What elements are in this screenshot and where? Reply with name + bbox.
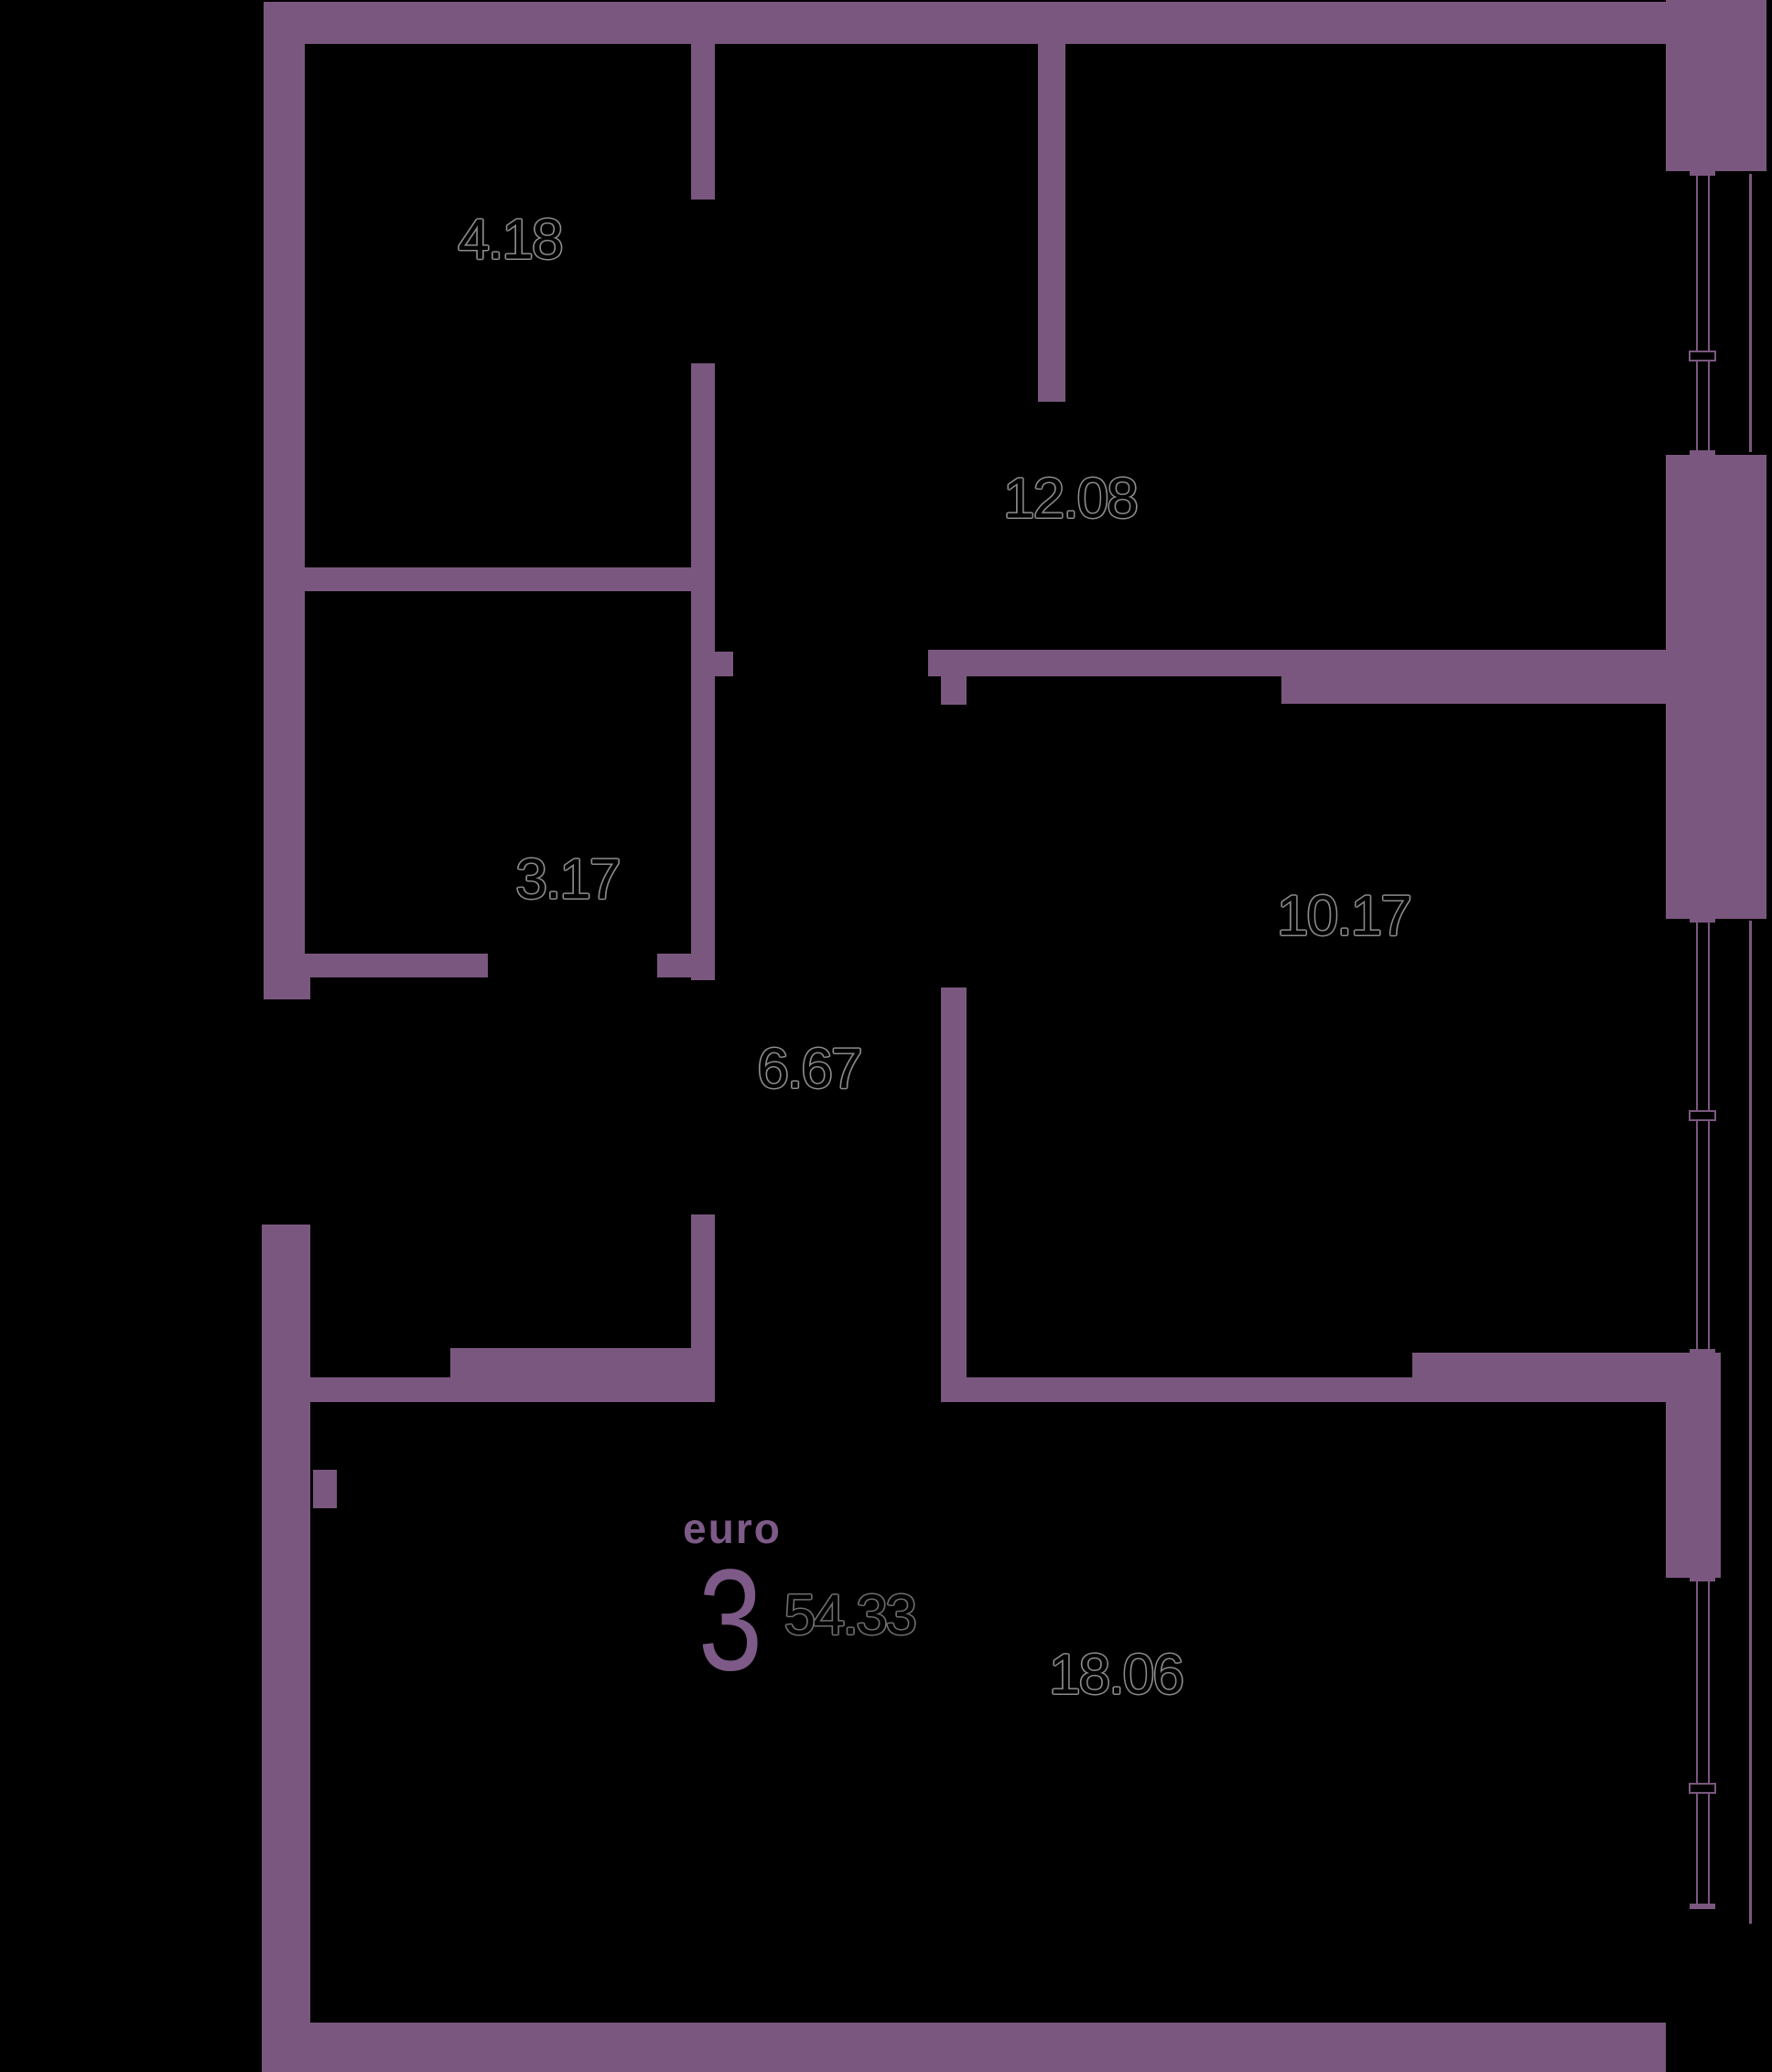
room-area-label-hallway: 6.67 xyxy=(757,1037,862,1101)
room-area-label-right: 10.17 xyxy=(1277,884,1412,948)
wall-room-right-bottom xyxy=(941,1377,1412,1402)
wall-room-bottom-top-left xyxy=(310,1377,715,1402)
wall-room-right-top-thin xyxy=(928,650,1281,676)
wall-room-right-left-side xyxy=(941,987,967,1377)
window-2-cap-top xyxy=(1690,917,1715,923)
wall-outer-bottom xyxy=(262,2023,1666,2072)
wall-outer-corner-top-right xyxy=(1666,0,1767,171)
window-lower-sill-line xyxy=(1749,921,1752,1924)
wall-outer-left-upper xyxy=(264,2,305,999)
wall-stub-room-bottom-left xyxy=(313,1470,337,1508)
wall-room-divider-horizontal-2-left xyxy=(305,954,488,977)
window-1-cap-bottom xyxy=(1690,450,1715,456)
window-2-cap-bottom xyxy=(1690,1349,1715,1354)
window-1-cap-top xyxy=(1690,170,1715,176)
room-area-label-mid-left: 3.17 xyxy=(515,847,621,912)
wall-interior-vertical-1-upper xyxy=(691,44,715,200)
wall-outer-right-pier xyxy=(1666,1353,1721,1578)
room-area-label-bottom: 18.06 xyxy=(1049,1643,1184,1707)
window-1-sill-line xyxy=(1749,174,1752,452)
wall-interior-vertical-stub-top xyxy=(1038,39,1065,402)
window-1-sash-divider xyxy=(1689,351,1716,362)
wall-interior-vertical-1-middle xyxy=(691,363,715,980)
room-area-label-top-left: 4.18 xyxy=(458,208,563,272)
window-3-sash-divider xyxy=(1689,1783,1716,1794)
room-area-label-top-right: 12.08 xyxy=(1003,467,1139,531)
window-3-glazing xyxy=(1696,1580,1710,1905)
apartment-rooms-number-digit: 3 xyxy=(697,1539,763,1701)
wall-room-right-top-thick xyxy=(1281,650,1666,704)
wall-outer-top xyxy=(264,2,1666,44)
entrance-door-jamb-top xyxy=(264,996,310,999)
entrance-door-jamb-bottom xyxy=(262,1225,310,1229)
window-1-glazing xyxy=(1696,174,1710,452)
window-2-sash-divider xyxy=(1689,1110,1716,1121)
wall-outer-left-lower xyxy=(262,1228,310,2072)
wall-room-divider-horizontal-1 xyxy=(305,567,715,591)
apartment-rooms-number: 3 xyxy=(690,1538,771,1704)
door-jamb-room-right xyxy=(941,676,967,705)
apartment-total-area: 54.33 xyxy=(783,1583,917,1647)
window-2-glazing xyxy=(1696,921,1710,1351)
wall-room-bottom-top-step xyxy=(450,1348,697,1377)
apartment-type-label: euro xyxy=(683,1505,782,1552)
wall-outer-right-upper xyxy=(1666,455,1767,919)
window-3-cap-top xyxy=(1690,1576,1715,1581)
wall-room-divider-horizontal-2-right xyxy=(657,954,715,977)
wall-hall-stub xyxy=(715,652,733,676)
window-3-cap-bottom xyxy=(1690,1904,1715,1909)
wall-room-right-bottom-thick xyxy=(1412,1353,1666,1402)
wall-outer-left-foot xyxy=(305,956,310,999)
